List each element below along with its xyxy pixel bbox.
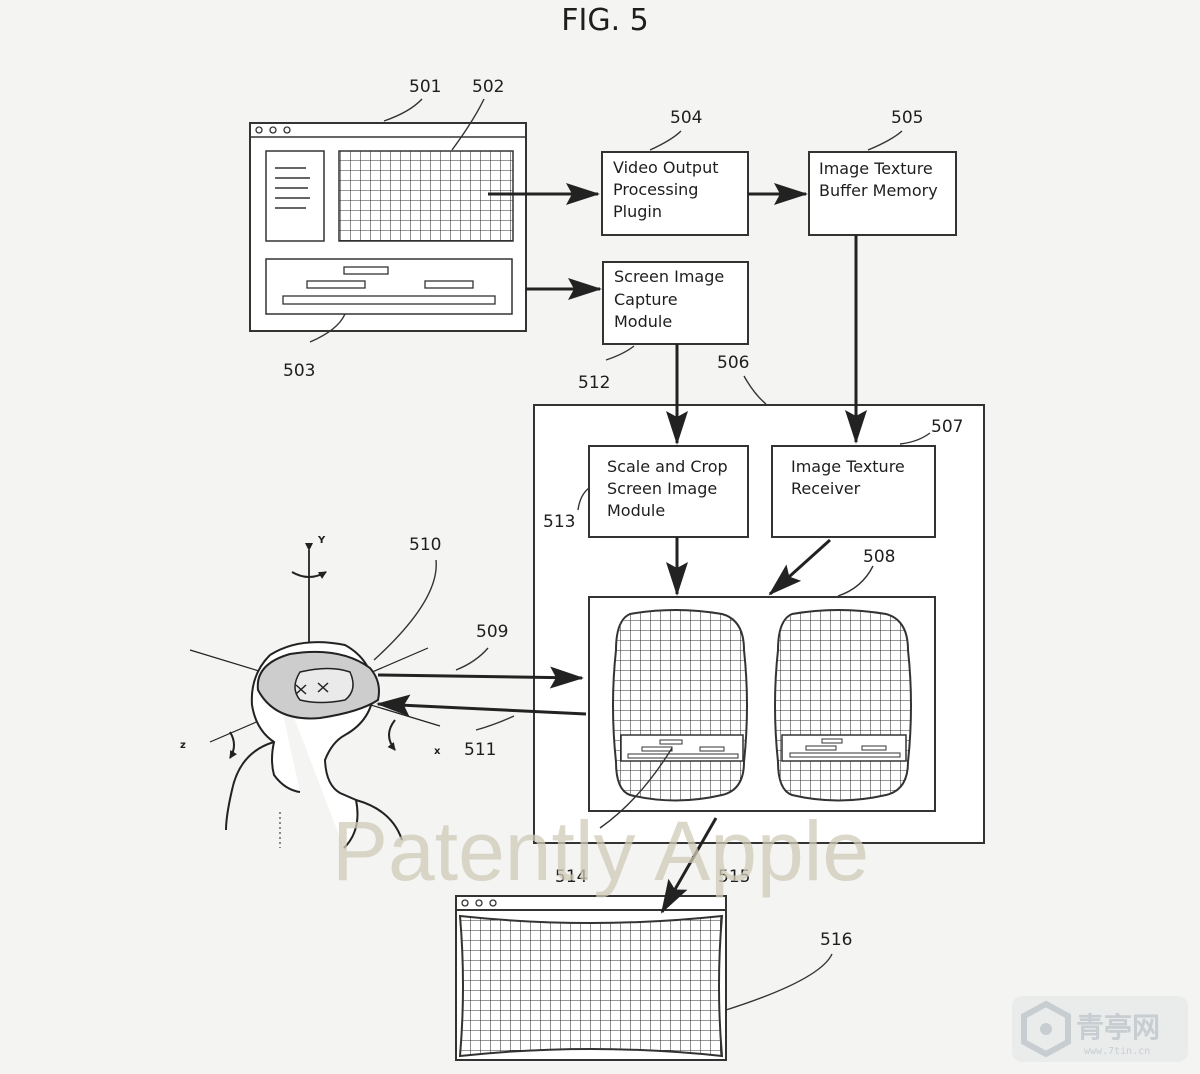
desktop-window [249, 122, 527, 332]
figure-title: FIG. 5 [561, 3, 649, 38]
scale-crop-line3: Module [607, 501, 665, 520]
leader-lines [309, 98, 931, 1011]
right-eye-view [774, 609, 912, 802]
y-rotation-icon [291, 571, 327, 579]
left-eye-view [612, 609, 748, 802]
ref-509: 509 [476, 622, 508, 642]
arrow-to-output [660, 817, 718, 914]
window-dot-icon [475, 899, 483, 907]
video-output-line3: Plugin [613, 202, 662, 221]
window-dot-icon [269, 126, 277, 134]
arrow-display-image [376, 694, 587, 717]
screen-capture-box: Screen Image Capture Module [602, 261, 749, 345]
content-grid [338, 150, 514, 242]
scale-crop-box: Scale and Crop Screen Image Module [588, 445, 749, 538]
arrow-head-pose [377, 666, 584, 689]
watermark-text: Patently Apple [332, 804, 869, 898]
logo-url: www.7tin.cn [1084, 1046, 1150, 1057]
warped-output-grid [458, 914, 724, 1058]
screen-capture-line3: Module [614, 312, 672, 331]
document-panel [265, 150, 325, 242]
ref-508: 508 [863, 547, 895, 567]
texture-receiver-line2: Receiver [791, 479, 861, 498]
video-output-line1: Video Output [613, 158, 719, 177]
window-dot-icon [489, 899, 497, 907]
video-output-line2: Processing [613, 180, 698, 199]
lower-panel [265, 258, 513, 315]
hexagon-logo-icon [1021, 1000, 1071, 1058]
x-rotation-icon [387, 719, 396, 751]
texture-buffer-box: Image Texture Buffer Memory [808, 151, 957, 236]
window-dot-icon [283, 126, 291, 134]
axis-x-label: x [434, 746, 441, 757]
screen-capture-line2: Capture [614, 290, 678, 309]
ref-512: 512 [578, 373, 610, 393]
ref-506: 506 [717, 353, 749, 373]
texture-buffer-line2: Buffer Memory [819, 181, 938, 200]
ref-501: 501 [409, 77, 441, 97]
ref-516: 516 [820, 930, 852, 950]
ref-514: 514 [555, 867, 587, 887]
window-dot-icon [461, 899, 469, 907]
axis-z-label: z [180, 740, 186, 751]
site-logo: 青亭网 www.7tin.cn [1012, 996, 1188, 1062]
ref-511: 511 [464, 740, 496, 760]
ref-507: 507 [931, 417, 963, 437]
texture-buffer-line1: Image Texture [819, 159, 933, 178]
arrow-to-display-right [768, 538, 832, 596]
ref-515: 515 [718, 867, 750, 887]
ref-510: 510 [409, 535, 441, 555]
scale-crop-line2: Screen Image [607, 479, 717, 498]
screen-capture-line1: Screen Image [614, 267, 724, 286]
texture-receiver-box: Image Texture Receiver [771, 445, 936, 538]
texture-receiver-line1: Image Texture [791, 457, 905, 476]
z-rotation-icon [229, 731, 238, 759]
scale-crop-line1: Scale and Crop [607, 457, 728, 476]
stereo-display [588, 596, 936, 812]
axis-y-label: Y [317, 535, 326, 546]
ref-513: 513 [543, 512, 575, 532]
output-window [455, 895, 727, 1061]
ref-503: 503 [283, 361, 315, 381]
ref-502: 502 [472, 77, 504, 97]
ref-504: 504 [670, 108, 702, 128]
logo-name: 青亭网 [1076, 1011, 1160, 1044]
arrows [376, 183, 867, 914]
video-output-box: Video Output Processing Plugin [601, 151, 749, 236]
window-dot-icon [255, 126, 263, 134]
ref-505: 505 [891, 108, 923, 128]
user-headset-illustration [189, 543, 441, 849]
